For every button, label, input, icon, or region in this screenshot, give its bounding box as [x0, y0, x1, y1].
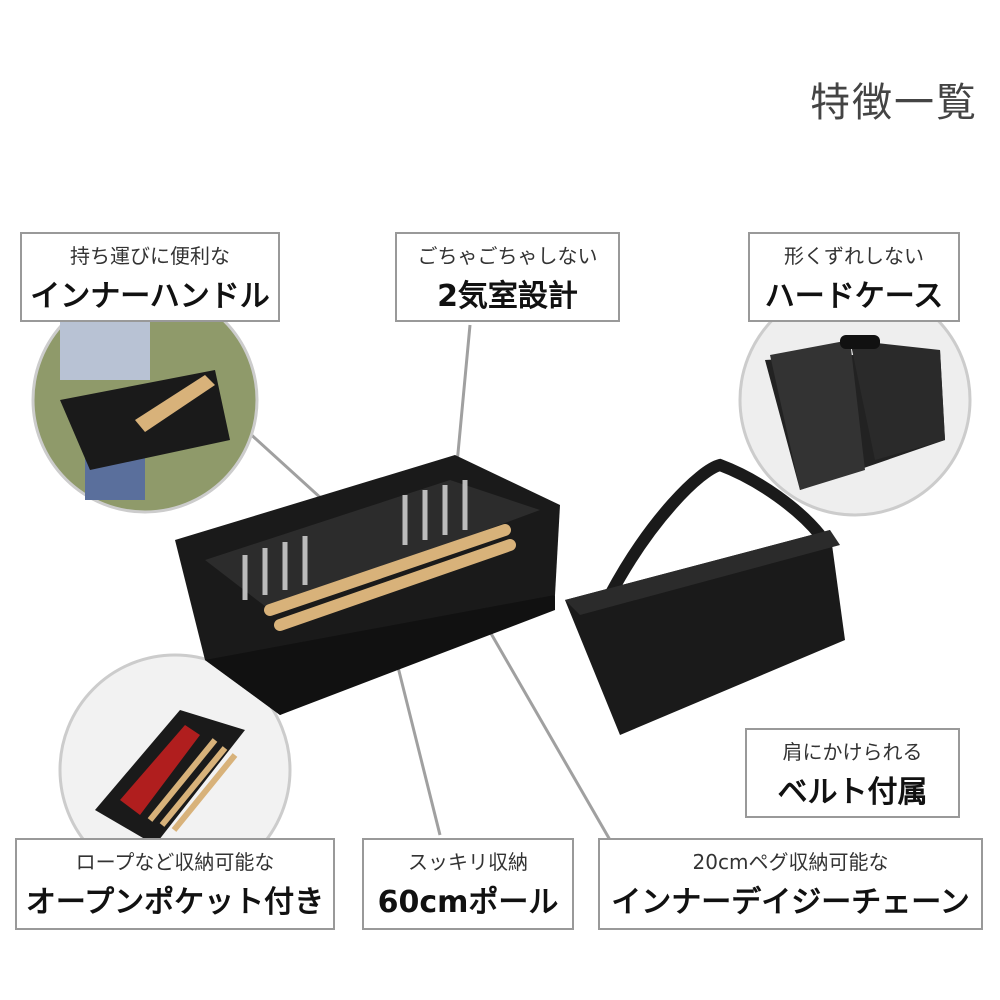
- feature-daisy-chain: 20cmペグ収納可能な インナーデイジーチェーン: [598, 838, 983, 930]
- page-title: 特徴一覧: [810, 80, 978, 126]
- open-case-illustration: [175, 455, 560, 715]
- feature-inner-handle-sub: 持ち運びに便利な: [70, 244, 230, 268]
- feature-hard-case: 形くずれしない ハードケース: [748, 232, 960, 322]
- feature-inner-handle: 持ち運びに便利な インナーハンドル: [20, 232, 280, 322]
- inset-handle-photo: [31, 286, 259, 514]
- feature-pole-sub: スッキリ収納: [408, 850, 528, 874]
- inset-pocket-photo: [58, 653, 292, 887]
- feature-hard-case-main: ハードケース: [764, 279, 944, 314]
- feature-belt-sub: 肩にかけられる: [782, 740, 923, 764]
- feature-belt: 肩にかけられる ベルト付属: [745, 728, 960, 818]
- feature-pole: スッキリ収納 60cmポール: [362, 838, 574, 930]
- feature-daisy-chain-sub: 20cmペグ収納可能な: [692, 850, 889, 874]
- feature-two-rooms-sub: ごちゃごちゃしない: [417, 244, 598, 268]
- feature-open-pocket: ロープなど収納可能な オープンポケット付き: [15, 838, 335, 930]
- inset-hard-case-photo: [738, 283, 972, 517]
- closed-case-illustration: [565, 458, 845, 735]
- feature-open-pocket-sub: ロープなど収納可能な: [75, 850, 275, 874]
- feature-pole-main: 60cmポール: [377, 885, 559, 920]
- feature-two-rooms: ごちゃごちゃしない 2気室設計: [395, 232, 620, 322]
- feature-belt-main: ベルト付属: [777, 775, 928, 810]
- feature-inner-handle-main: インナーハンドル: [30, 279, 270, 314]
- feature-open-pocket-main: オープンポケット付き: [25, 885, 325, 920]
- feature-hard-case-sub: 形くずれしない: [784, 244, 924, 268]
- feature-daisy-chain-main: インナーデイジーチェーン: [611, 885, 970, 920]
- feature-two-rooms-main: 2気室設計: [437, 279, 578, 314]
